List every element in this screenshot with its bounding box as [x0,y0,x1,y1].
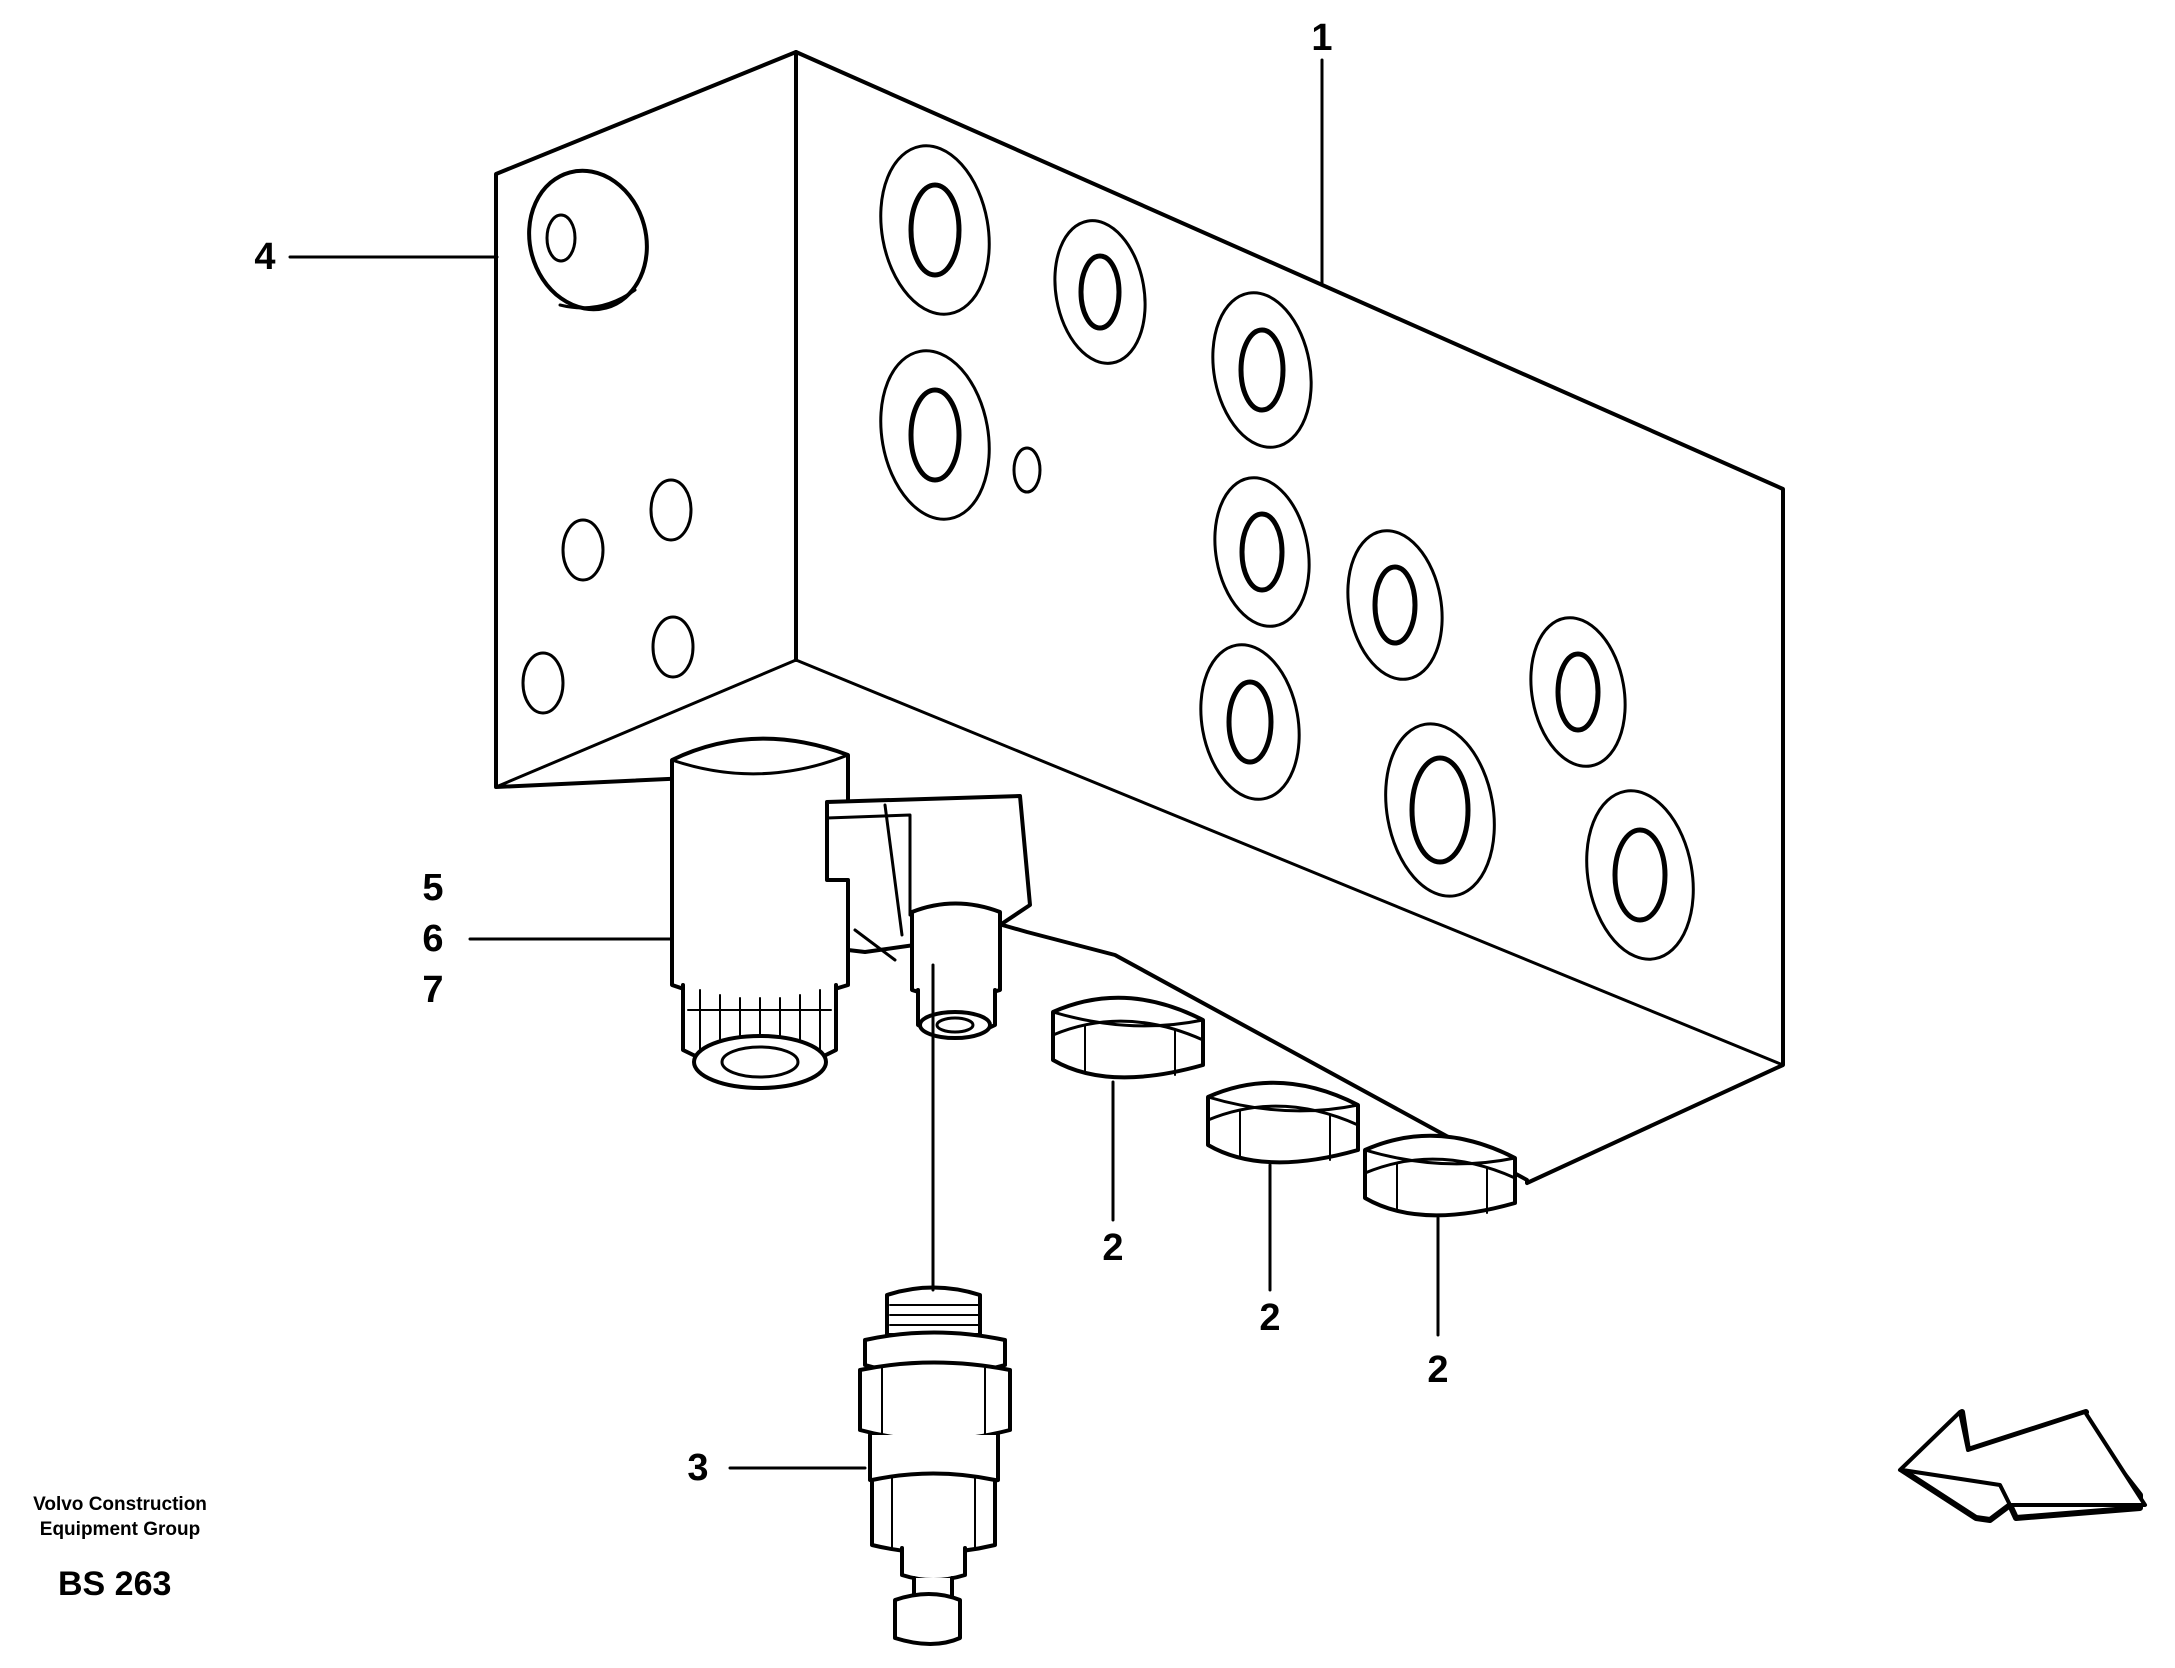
solenoid-coil [670,736,850,1090]
plug-part-2-c [1363,1133,1517,1218]
leader-lines [288,58,1440,1470]
direction-arrow-icon [1898,1409,2147,1523]
callout-2-c: 2 [1427,1349,1449,1391]
plug-part-4 [527,168,649,312]
callout-2-b: 2 [1259,1297,1281,1339]
callout-2-a: 2 [1102,1227,1124,1269]
front-face-ports [879,144,1695,961]
callout-4: 4 [254,236,276,278]
company-name: Volvo Construction Equipment Group [20,1492,220,1542]
company-name-line-2: Equipment Group [39,1519,201,1540]
callout-7: 7 [422,969,444,1011]
figure-code: BS 263 [58,1565,172,1603]
callout-3: 3 [687,1447,709,1489]
callout-1: 1 [1311,17,1333,59]
side-face-ports [521,478,695,715]
plug-part-2-b [1206,1080,1360,1165]
company-name-line-1: Volvo Construction [33,1494,207,1515]
callout-6: 6 [422,918,444,960]
sensor-part-3 [858,1285,1012,1646]
plug-part-2-a [1051,995,1205,1080]
connector-plug [825,794,1032,1040]
callout-5: 5 [422,867,444,909]
